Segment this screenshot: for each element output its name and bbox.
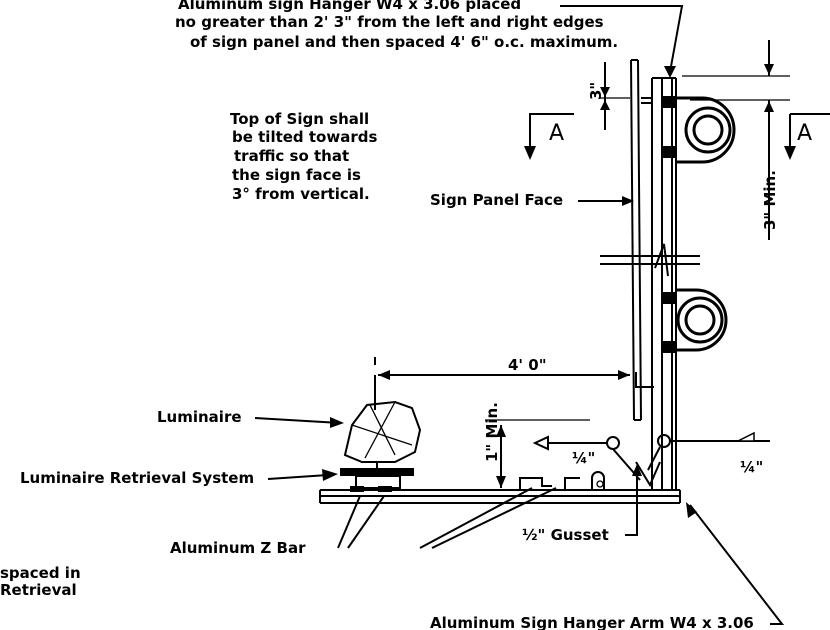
note-tilt-line2: be tilted towards xyxy=(232,128,377,146)
leader-hanger-arm xyxy=(686,502,785,625)
z-bar-profile xyxy=(485,419,605,491)
dimension-side-min: 3" Min. xyxy=(682,40,790,240)
leader-luminaire xyxy=(254,417,344,428)
note-tilt-line3: traffic so that xyxy=(234,147,349,165)
label-z-bar: Aluminum Z Bar xyxy=(170,539,306,557)
luminaire xyxy=(343,400,422,470)
leader-z-bar xyxy=(337,487,557,549)
note-partial-line1: spaced in xyxy=(0,564,81,582)
leader-sign-panel-face xyxy=(578,196,634,206)
sign-panel xyxy=(630,59,642,421)
dimension-horizontal-text: 4' 0" xyxy=(508,356,547,374)
hanger-note-leader xyxy=(560,5,684,78)
note-partial-line2: Retrieval xyxy=(0,581,77,599)
weld-symbol-left: ¼" xyxy=(532,435,641,481)
note-tilt-line4: the sign face is xyxy=(232,166,361,184)
leader-retrieval-system xyxy=(267,469,338,481)
weld-symbol-right: ¼" xyxy=(635,431,770,488)
label-luminaire: Luminaire xyxy=(157,408,242,426)
section-label-left: A xyxy=(549,121,564,146)
label-retrieval-system: Luminaire Retrieval System xyxy=(20,469,254,487)
top-connection xyxy=(641,96,675,353)
break-line xyxy=(600,243,700,277)
section-mark-right: A xyxy=(784,113,830,160)
hanger-vertical xyxy=(651,77,677,490)
section-mark-left: A xyxy=(524,113,574,160)
label-gusset: ½" Gusset xyxy=(522,526,609,544)
upper-pipe-clamp xyxy=(676,96,736,164)
retrieval-system xyxy=(340,468,414,492)
dimension-horizontal: 4' 0" xyxy=(374,356,654,410)
dimension-side-min-text: 3" Min. xyxy=(761,170,779,230)
note-tilt-line5: 3° from vertical. xyxy=(232,185,370,203)
dimension-top-clearance-text: 3" xyxy=(587,82,605,100)
note-tilt-line1: Top of Sign shall xyxy=(230,110,369,128)
lower-pipe-clamp xyxy=(676,288,728,352)
section-label-right: A xyxy=(797,121,812,146)
hanger-arm xyxy=(319,489,681,504)
weld-text-left: ¼" xyxy=(572,449,595,467)
dimension-top-clearance: 3" xyxy=(587,62,630,130)
weld-text-right: ¼" xyxy=(740,458,763,476)
leader-gusset xyxy=(625,464,642,536)
note-hanger-line3: of sign panel and then spaced 4' 6" o.c.… xyxy=(190,33,618,51)
label-sign-panel-face: Sign Panel Face xyxy=(430,191,563,209)
note-hanger-line1: Aluminum sign Hanger W4 x 3.06 placed xyxy=(178,0,521,13)
note-hanger-line2: no greater than 2' 3" from the left and … xyxy=(175,13,604,31)
dimension-vertical-min: 1" Min. xyxy=(483,402,506,488)
label-hanger-arm: Aluminum Sign Hanger Arm W4 x 3.06 xyxy=(430,614,754,630)
dimension-vertical-min-text: 1" Min. xyxy=(483,402,501,462)
